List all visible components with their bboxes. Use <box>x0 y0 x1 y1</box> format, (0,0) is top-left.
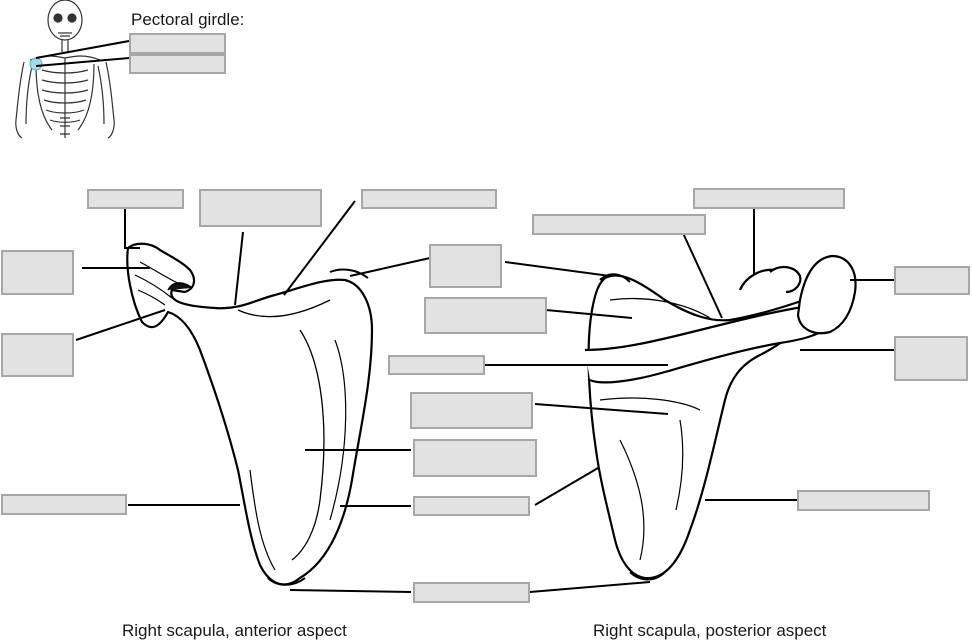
label-box-posterior-top-left[interactable] <box>532 214 706 235</box>
label-box-anterior-lateral-left[interactable] <box>1 494 127 515</box>
label-box-pectoral-girdle-2[interactable] <box>129 54 226 74</box>
skeleton-thumbnail <box>15 0 115 139</box>
shoulder-highlight <box>29 57 43 71</box>
label-box-anterior-face[interactable] <box>413 439 537 477</box>
label-box-center-top[interactable] <box>429 244 502 288</box>
leader-line <box>35 40 130 59</box>
label-box-anterior-medial-border[interactable] <box>413 496 530 516</box>
label-box-anterior-top-left[interactable] <box>87 189 184 209</box>
label-box-anterior-top-middle[interactable] <box>199 189 322 227</box>
label-box-anterior-left-upper[interactable] <box>1 250 74 295</box>
label-box-anterior-top-right[interactable] <box>361 189 497 209</box>
leader-line <box>35 57 130 67</box>
leader-lines <box>75 200 894 593</box>
caption-posterior: Right scapula, posterior aspect <box>593 621 827 640</box>
label-box-posterior-right-upper[interactable] <box>894 266 970 295</box>
diagram-title: Pectoral girdle: <box>131 10 245 29</box>
label-box-posterior-lateral-border[interactable] <box>797 490 930 511</box>
label-box-posterior-face-upper[interactable] <box>424 297 547 334</box>
label-box-inferior-angle[interactable] <box>413 582 530 603</box>
label-box-posterior-spine[interactable] <box>388 355 485 375</box>
label-box-pectoral-girdle-1[interactable] <box>129 33 226 54</box>
label-box-posterior-top-right[interactable] <box>693 188 845 209</box>
anterior-scapula <box>126 242 374 586</box>
label-box-posterior-right-middle[interactable] <box>894 336 968 381</box>
posterior-scapula <box>584 254 857 581</box>
label-box-posterior-face-lower[interactable] <box>410 392 533 429</box>
label-box-anterior-left-lower[interactable] <box>1 333 74 377</box>
caption-anterior: Right scapula, anterior aspect <box>122 621 347 640</box>
